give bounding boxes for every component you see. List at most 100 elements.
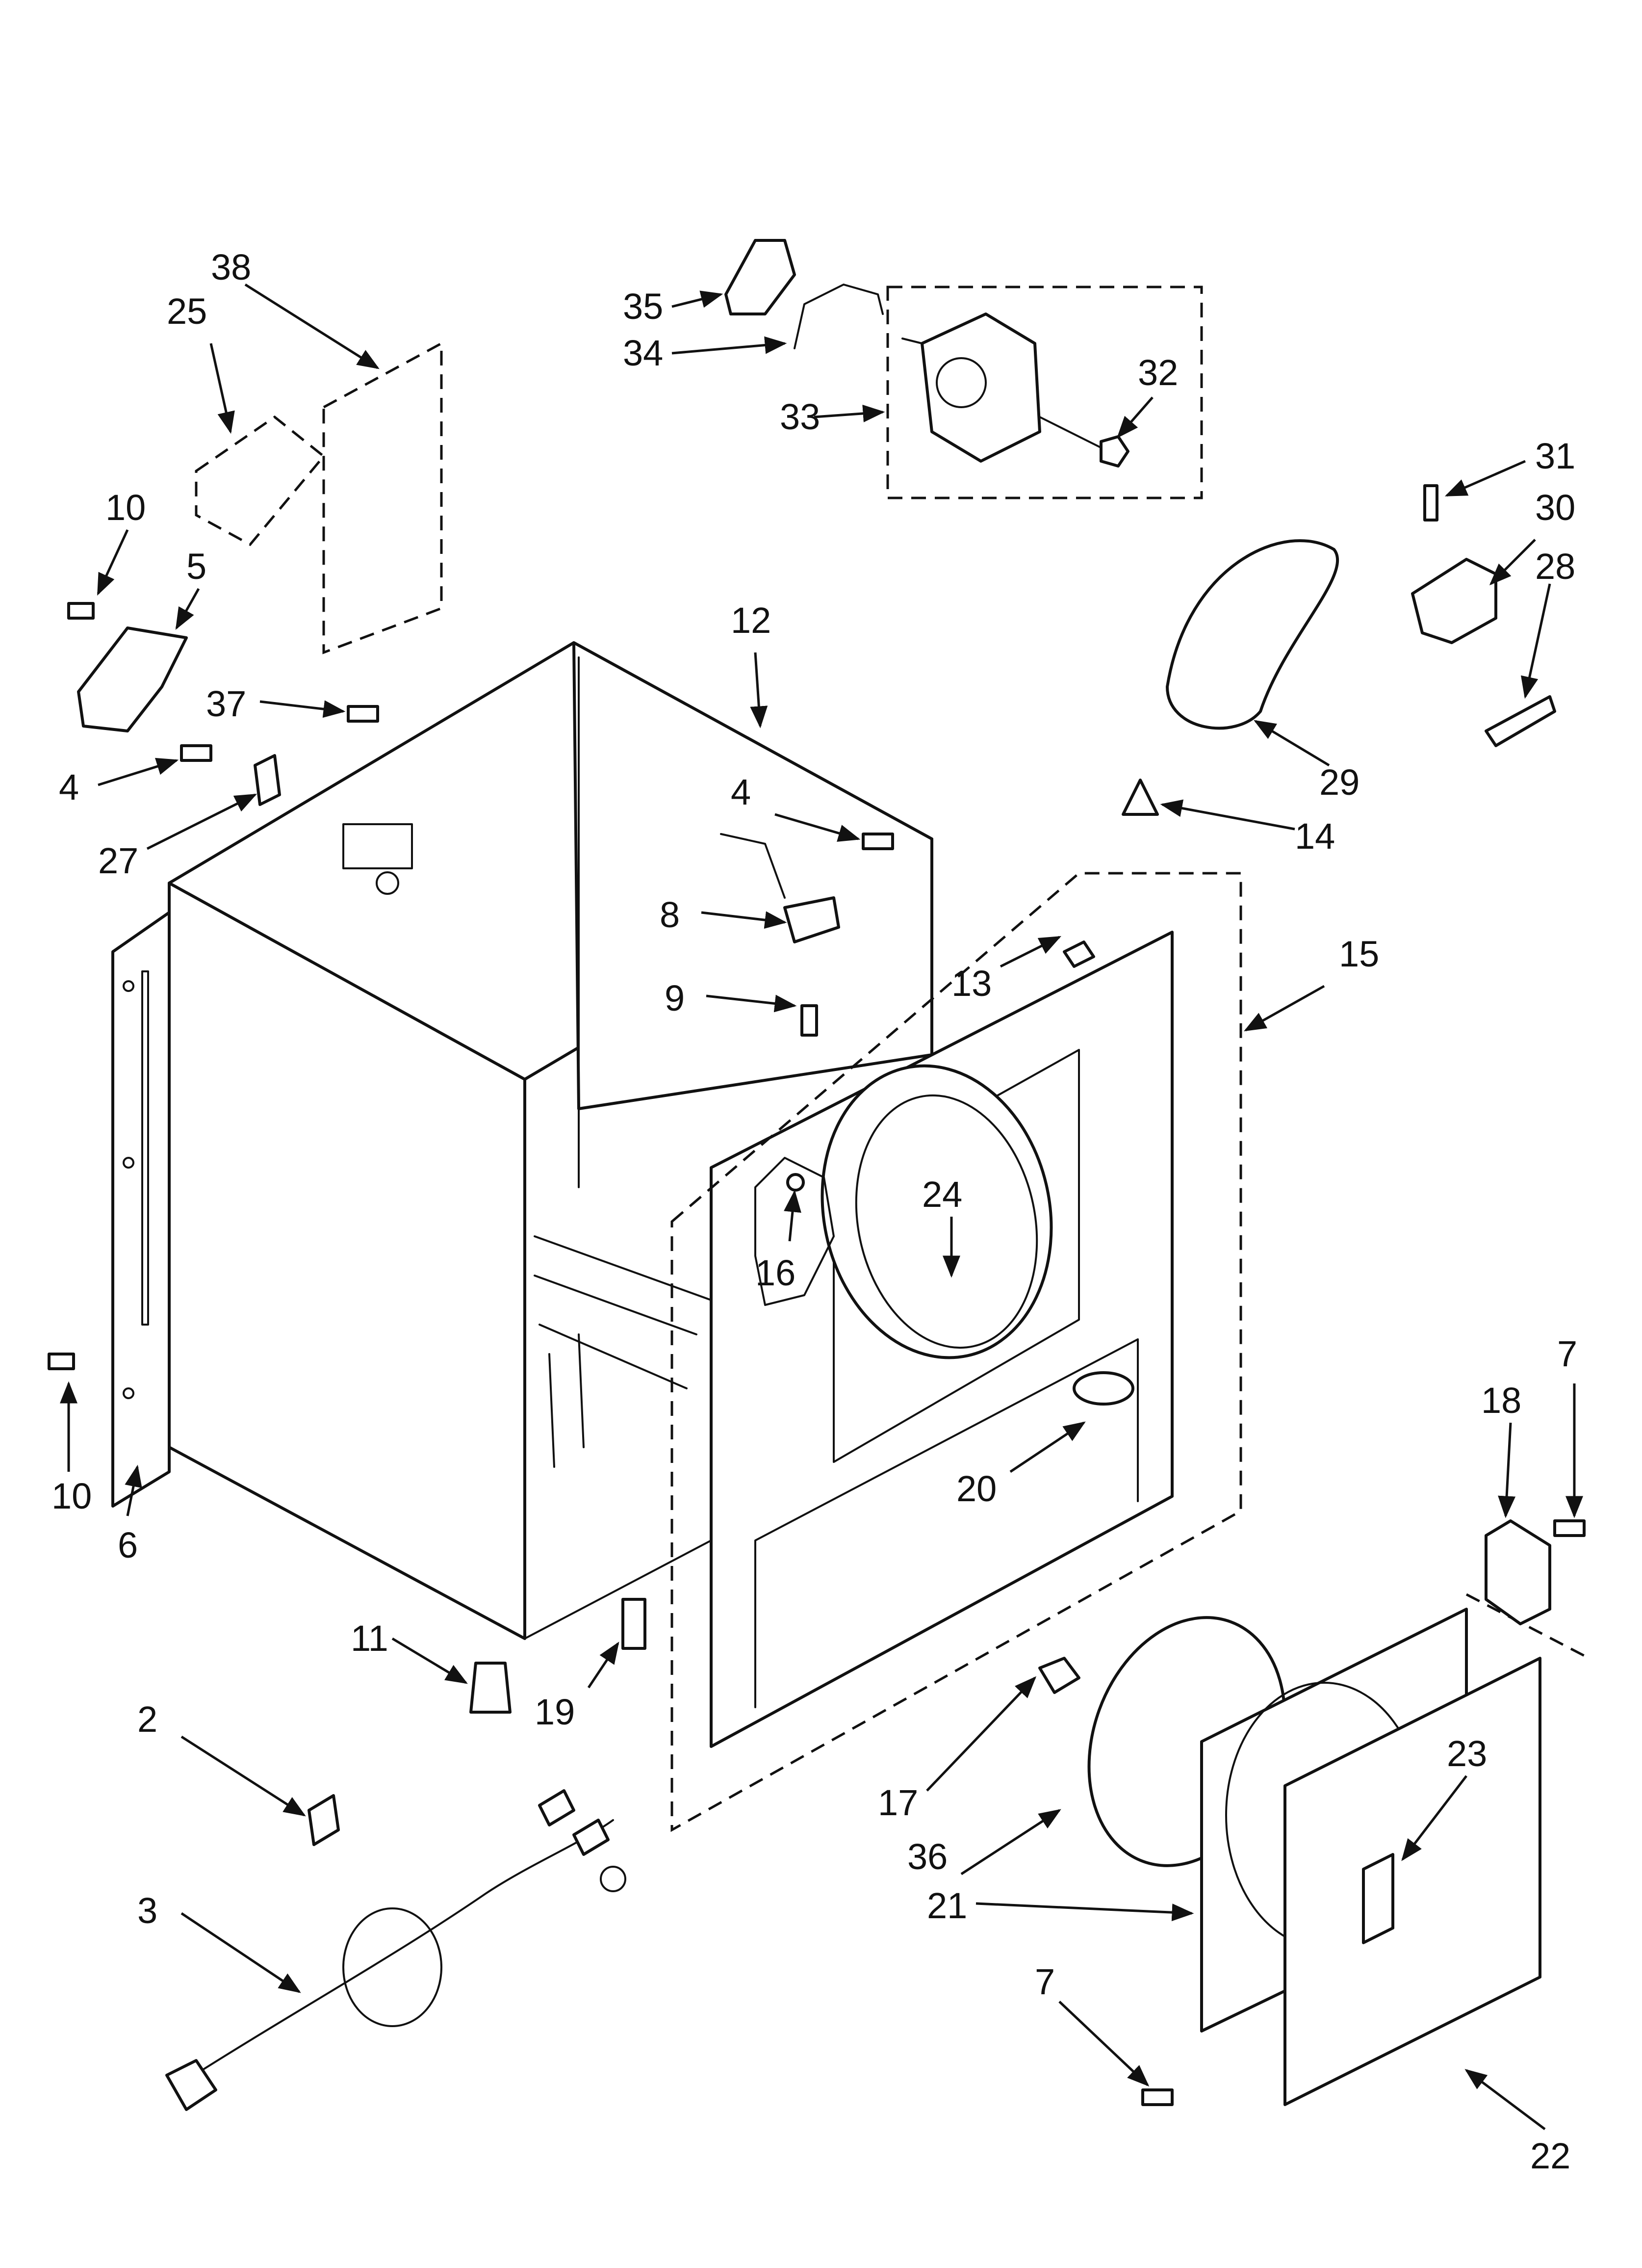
- side-hole: [123, 1157, 134, 1169]
- leader-16: [784, 1190, 801, 1242]
- bracket-30: [1411, 558, 1497, 644]
- callout-23: 23: [1447, 1733, 1487, 1774]
- terminal-b: [572, 1819, 610, 1856]
- leader-37: [259, 700, 346, 718]
- leader-8: [701, 911, 787, 929]
- leader-7-bottom: [1058, 2001, 1150, 2087]
- door-assembly: [1038, 1519, 1586, 2106]
- side-hole: [123, 980, 134, 992]
- pulley-nut: [1100, 435, 1129, 468]
- cover-plate-5: [77, 626, 188, 732]
- leader-10-top: [97, 529, 129, 596]
- thermal-fuse-8: [783, 896, 840, 943]
- callout-7-bottom: 7: [1035, 1961, 1055, 2002]
- callout-35: 35: [623, 286, 663, 327]
- leader-36: [960, 1809, 1061, 1876]
- switch-19: [621, 1598, 646, 1650]
- glide-28: [1485, 695, 1556, 747]
- leader-14: [1160, 799, 1295, 831]
- group-outline-blower-wheels: [195, 415, 326, 547]
- callout-28: 28: [1535, 546, 1575, 587]
- leader-27: [146, 793, 257, 850]
- callout-27: 27: [98, 840, 138, 881]
- callout-4-right: 4: [731, 772, 751, 812]
- strike-17: [1038, 1657, 1080, 1694]
- leader-19: [587, 1642, 619, 1689]
- leader-18: [1498, 1422, 1516, 1518]
- screw-10-top: [67, 602, 95, 620]
- cabinet-interior-rails: [534, 1235, 712, 1468]
- callout-31: 31: [1535, 436, 1575, 476]
- callout-14: 14: [1295, 816, 1335, 857]
- drum-seal-inner: [855, 1094, 1038, 1349]
- leader-6: [125, 1464, 142, 1516]
- leader-25: [209, 343, 235, 434]
- screw-7-bottom: [1141, 2088, 1174, 2106]
- callout-5: 5: [186, 546, 206, 587]
- drive-belt: [1166, 539, 1339, 730]
- leader-15: [1244, 985, 1325, 1032]
- leader-31: [1444, 460, 1526, 497]
- front-panel-lower-opening: [754, 1338, 1139, 1708]
- power-cord-cable: [185, 1819, 614, 2081]
- callout-38: 38: [211, 247, 251, 287]
- motor-switch: [724, 239, 796, 315]
- leader-34: [671, 336, 787, 355]
- leader-3: [180, 1912, 301, 1993]
- cord-loop: [342, 1907, 442, 2027]
- drum-seal-outer: [821, 1064, 1053, 1359]
- callout-15: 15: [1339, 934, 1379, 974]
- callout-17: 17: [878, 1782, 918, 1823]
- leader-13: [1000, 936, 1062, 968]
- leader-22: [1464, 2069, 1546, 2130]
- motor-assembly: [724, 239, 1129, 468]
- cabinet-back-panel: [572, 641, 933, 1110]
- plug: [165, 2059, 217, 2111]
- screw-10-bottom: [48, 1353, 75, 1370]
- callout-7-top: 7: [1557, 1333, 1577, 1374]
- group-outline-front-panel: [670, 872, 1242, 1832]
- callout-11: 11: [351, 1618, 388, 1659]
- leader-38: [244, 283, 380, 369]
- top-bracket: [342, 823, 413, 869]
- power-cord-3: [165, 1789, 626, 2111]
- cabinet: [111, 641, 933, 1640]
- callout-18: 18: [1481, 1380, 1521, 1421]
- callout-2: 2: [137, 1699, 157, 1740]
- callout-34: 34: [623, 333, 663, 373]
- callout-36: 36: [907, 1836, 948, 1877]
- leader-23: [1401, 1775, 1467, 1861]
- cutaway: [754, 1157, 835, 1306]
- motor-clamp: [794, 284, 884, 349]
- leader-5: [175, 588, 200, 630]
- door-handle-23: [1362, 1853, 1394, 1944]
- screw-37: [347, 705, 379, 723]
- hinge-18: [1485, 1519, 1551, 1625]
- screw-4-left: [180, 744, 212, 762]
- leader-4-left: [98, 757, 179, 786]
- side-hole: [123, 1387, 134, 1399]
- callout-3: 3: [137, 1890, 157, 1931]
- callout-13: 13: [951, 963, 992, 1004]
- callout-12: 12: [731, 600, 771, 641]
- callout-25: 25: [167, 291, 207, 332]
- leader-2: [180, 1735, 306, 1817]
- screw-7-top: [1553, 1519, 1586, 1537]
- screw-4-right: [862, 833, 894, 850]
- callout-24: 24: [922, 1174, 962, 1215]
- clip-2: [308, 1794, 340, 1846]
- motor-fan: [936, 357, 987, 408]
- leader-11: [391, 1637, 468, 1684]
- callout-30: 30: [1535, 487, 1575, 528]
- callout-32: 32: [1138, 352, 1178, 393]
- thermal-fuse-wire: [720, 833, 786, 899]
- callout-10-top: 10: [105, 487, 146, 528]
- leader-35: [671, 290, 723, 308]
- front-panel: [710, 931, 1174, 1748]
- leader-20: [1009, 1421, 1086, 1473]
- callout-9: 9: [665, 978, 685, 1018]
- top-bracket-hole: [376, 871, 399, 895]
- leveling-leg-11: [469, 1662, 512, 1714]
- callout-33: 33: [780, 396, 820, 437]
